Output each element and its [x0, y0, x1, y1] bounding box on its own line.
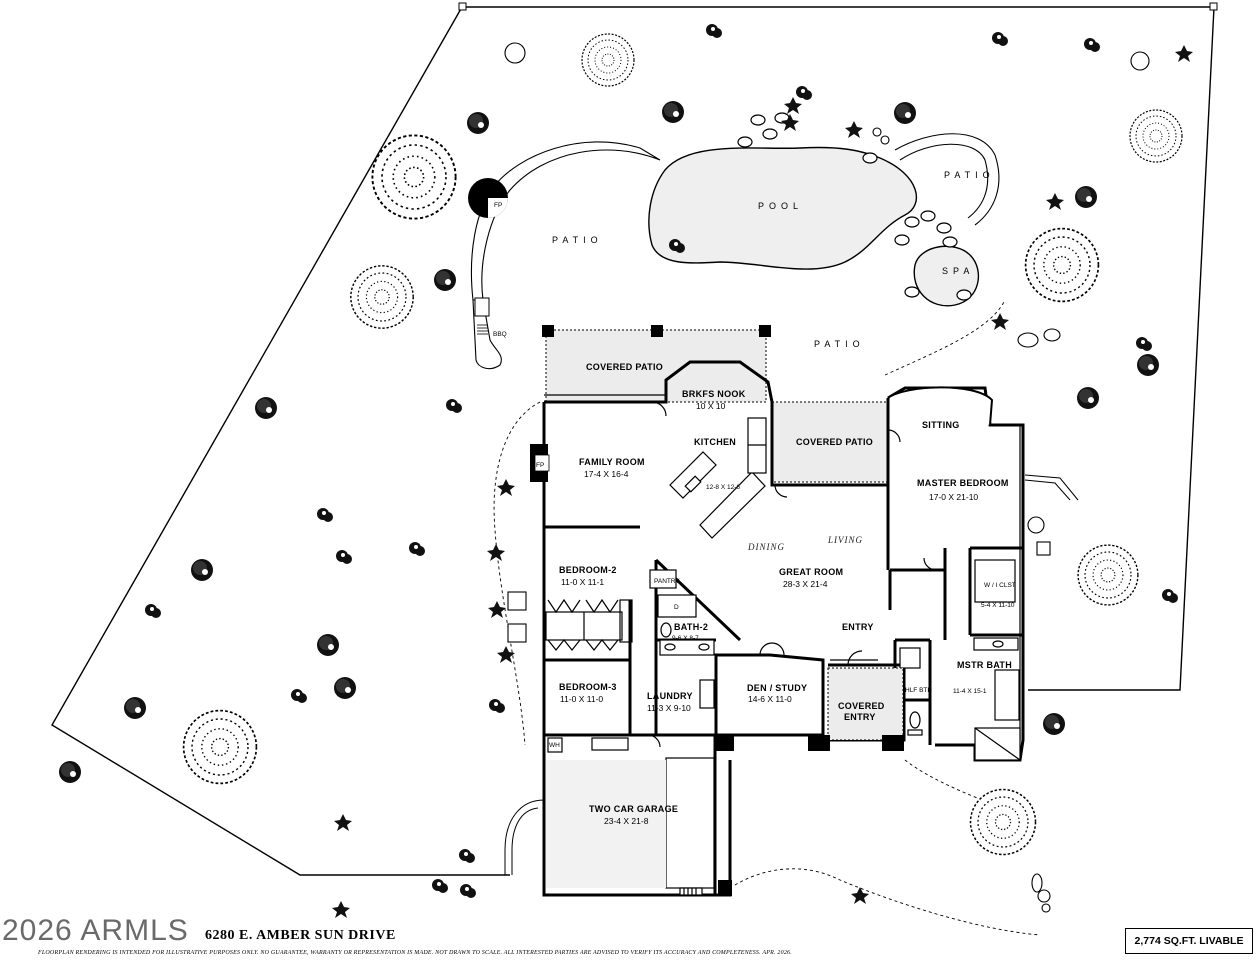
interior-details [544, 394, 1021, 896]
bath2-name: BATH-2 [674, 622, 708, 632]
spa-label: SPA [942, 266, 974, 276]
wi-clst-name: W / I CLST [984, 582, 1016, 589]
kitchen-dim: 12-8 X 12-6 [706, 484, 740, 491]
pool-label: POOL [758, 201, 803, 211]
brkfs-nook-name: BRKFS NOOK [682, 389, 746, 399]
water-heater-label: WH [549, 742, 560, 749]
master-bay-window [887, 386, 994, 426]
bedroom3-name: BEDROOM-3 [559, 682, 617, 692]
bedroom3-dim: 11-0 X 11-0 [560, 694, 603, 704]
master-bedroom-dim: 17-0 X 21-10 [929, 492, 978, 502]
den-study-dim: 14-6 X 11-0 [748, 694, 792, 704]
covered-entry-area [827, 667, 904, 741]
living-label: LIVING [827, 535, 863, 545]
pool [648, 146, 918, 270]
property-address: 6280 E. AMBER SUN DRIVE [205, 928, 396, 943]
mls-watermark: 2026 ARMLS [2, 914, 189, 947]
livable-sqft: 2,774 SQ.FT. LIVABLE [1134, 935, 1244, 947]
patio-walk-east [894, 133, 1000, 226]
laundry-name: LAUNDRY [647, 691, 693, 701]
wi-clst-dim: 5-4 X 11-10 [981, 602, 1015, 609]
patio-east-label: PATIO [944, 170, 995, 180]
bbq-lines [477, 324, 488, 335]
bedroom2-name: BEDROOM-2 [559, 565, 617, 575]
bbq-grill [474, 297, 490, 317]
garage-dim: 23-4 X 21-8 [604, 816, 649, 826]
patio-west-label: PATIO [552, 235, 603, 245]
dining-label: DINING [747, 542, 785, 552]
great-room-dim: 28-3 X 21-4 [783, 579, 828, 589]
disclaimer-text: FLOORPLAN RENDERING IS INTENDED FOR ILLU… [38, 950, 792, 956]
d-mark: D [674, 604, 679, 611]
livable-sqft-box: 2,774 SQ.FT. LIVABLE [1125, 928, 1253, 954]
covered-patio-1-label: COVERED PATIO [586, 362, 663, 372]
mstr-bath-dim: 11-4 X 15-1 [953, 688, 987, 695]
bbq-label: BBQ [493, 331, 507, 338]
family-room-name: FAMILY ROOM [579, 457, 645, 467]
fence-east [1024, 474, 1079, 501]
mstr-bath-name: MSTR BATH [957, 660, 1012, 670]
family-room-dim: 17-4 X 16-4 [584, 469, 629, 479]
sitting-label: SITTING [922, 420, 960, 430]
driveway-curb [504, 799, 545, 875]
covered-entry-line1: COVERED [838, 701, 885, 711]
patio-center-label: PATIO [814, 339, 865, 349]
survey-corner-nw [458, 2, 467, 11]
property-boundary [51, 6, 1215, 876]
bedroom2-dim: 11-0 X 11-1 [561, 577, 604, 587]
garage-shade [546, 760, 666, 888]
survey-corner-ne [1209, 2, 1218, 11]
outdoor-fp-label: FP [494, 202, 502, 209]
pantry-label: PANTRY [654, 578, 680, 585]
master-bedroom-name: MASTER BEDROOM [917, 478, 1009, 488]
kitchen-name: KITCHEN [694, 437, 736, 447]
laundry-dim: 11-3 X 9-10 [647, 703, 691, 713]
great-room-name: GREAT ROOM [779, 567, 843, 577]
brkfs-nook-dim: 10 X 10 [696, 401, 726, 411]
entry-label: ENTRY [842, 622, 874, 632]
bath2-dim: 9-6 X 8-7 [672, 635, 699, 642]
den-study-name: DEN / STUDY [747, 683, 807, 693]
hlf-bth-label: HLF BTH [905, 687, 932, 694]
ground-rocks [504, 42, 1150, 913]
covered-patio-west [545, 329, 767, 403]
garden-paths [493, 299, 1041, 936]
covered-patio-middle [771, 401, 889, 483]
covered-patio-2-label: COVERED PATIO [796, 437, 873, 447]
indoor-fp-label: FP [536, 462, 544, 469]
fence-east-2 [1024, 479, 1071, 501]
covered-entry-line2: ENTRY [844, 712, 876, 722]
garage-name: TWO CAR GARAGE [589, 804, 678, 814]
